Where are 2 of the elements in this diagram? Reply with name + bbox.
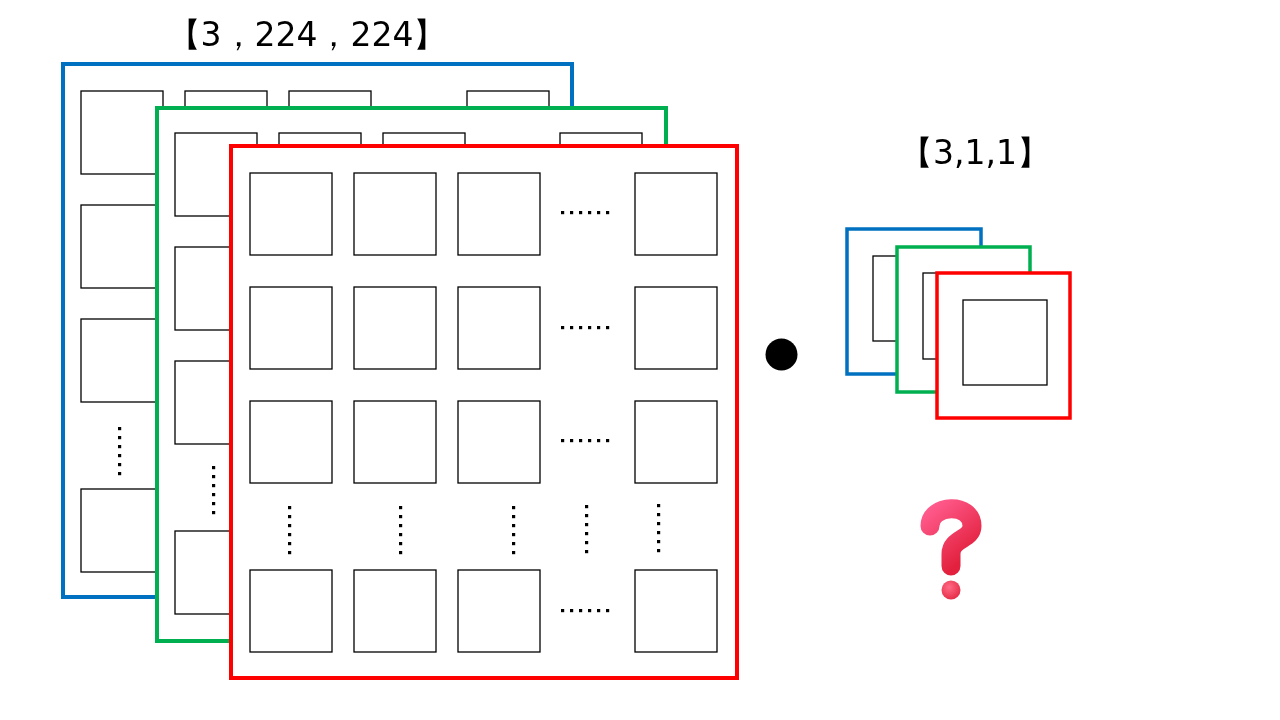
tensor-shape-label: 【3,1,1】: [900, 133, 1050, 173]
tensor-shape-label: 【3，224，224】: [167, 15, 447, 55]
